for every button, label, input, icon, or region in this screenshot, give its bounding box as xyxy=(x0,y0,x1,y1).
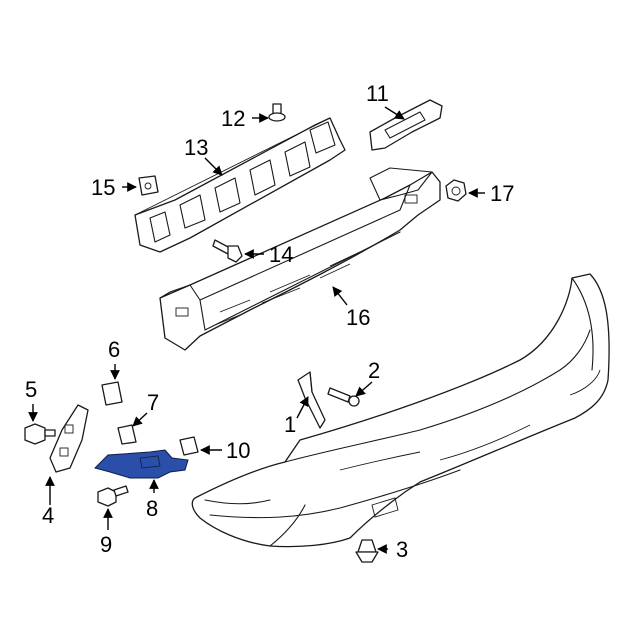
retainer-3 xyxy=(355,539,379,563)
callout-labels: 1 2 3 4 5 6 7 8 9 10 11 12 13 14 15 16 1… xyxy=(25,81,514,562)
bolt-9 xyxy=(97,485,129,507)
push-pin-12 xyxy=(268,103,286,122)
callout-4: 4 xyxy=(42,503,54,528)
clip-10 xyxy=(179,436,199,456)
bolt-14 xyxy=(212,239,243,263)
callout-12: 12 xyxy=(221,106,245,131)
leader-lines xyxy=(28,106,485,554)
callout-13: 13 xyxy=(184,135,208,160)
bolt-5 xyxy=(24,423,56,445)
callout-9: 9 xyxy=(100,532,112,557)
callout-14: 14 xyxy=(269,242,293,267)
clip-7 xyxy=(117,424,137,445)
bumper-cover xyxy=(191,273,610,548)
callout-11: 11 xyxy=(366,81,389,106)
callout-10: 10 xyxy=(226,438,250,463)
callout-2: 2 xyxy=(368,358,380,383)
callout-16: 16 xyxy=(346,305,370,330)
clip-6 xyxy=(101,381,123,406)
clip-15 xyxy=(138,175,159,196)
nut-17 xyxy=(445,179,467,202)
callout-15: 15 xyxy=(91,175,115,200)
callout-8: 8 xyxy=(146,496,158,521)
callout-17: 17 xyxy=(490,181,514,206)
callout-5: 5 xyxy=(25,377,37,402)
fastener-2 xyxy=(327,387,360,407)
energy-absorber xyxy=(134,117,346,253)
reinforcement-bar xyxy=(159,167,441,351)
bracket-1 xyxy=(297,371,326,429)
highlighted-bracket-8[interactable] xyxy=(94,449,189,479)
callout-7: 7 xyxy=(147,390,159,415)
callout-3: 3 xyxy=(396,537,408,562)
bracket-11 xyxy=(369,99,443,151)
callout-6: 6 xyxy=(108,337,120,362)
bracket-4 xyxy=(49,404,89,473)
callout-1: 1 xyxy=(284,412,296,437)
